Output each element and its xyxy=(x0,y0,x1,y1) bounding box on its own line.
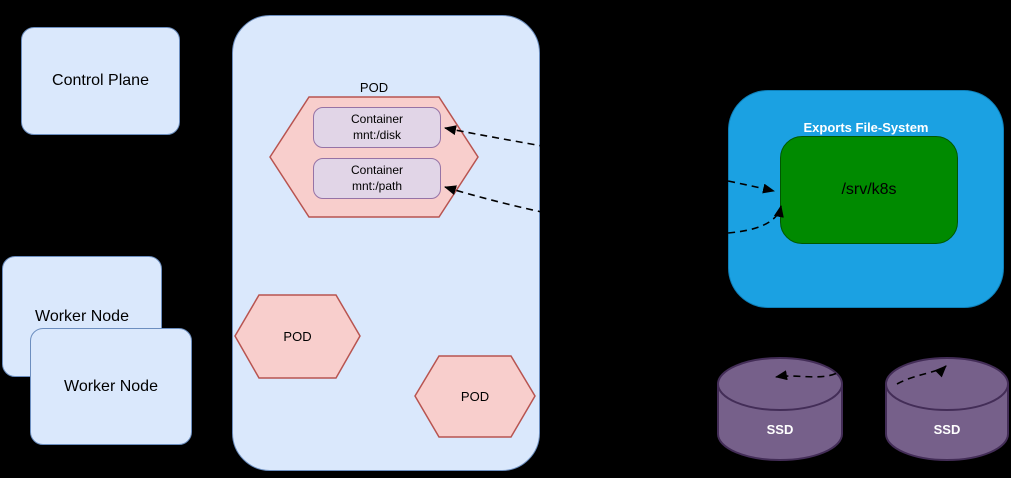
container-path-line2: mnt:/path xyxy=(351,178,403,193)
pod-2-label: POD xyxy=(283,329,312,344)
control-plane-node: Control Plane xyxy=(21,27,180,135)
control-plane-label: Control Plane xyxy=(52,72,149,89)
ssd-2-cylinder xyxy=(885,357,1009,461)
container-path-label: Container mnt:/path xyxy=(351,163,403,194)
pod-3-label: POD xyxy=(460,389,490,404)
worker-node-1-label: Worker Node xyxy=(35,307,129,325)
srv-k8s-label: /srv/k8s xyxy=(841,181,897,198)
ssd-1-cylinder xyxy=(717,357,843,461)
ssd-2-label: SSD xyxy=(933,422,961,437)
container-path-line1: Container xyxy=(350,162,404,177)
container-disk-node: Container mnt:/disk xyxy=(313,107,441,148)
worker-node-2-label: Worker Node xyxy=(64,377,158,395)
container-disk-label: Container mnt:/disk xyxy=(351,112,403,143)
srv-k8s-node: /srv/k8s xyxy=(780,136,958,244)
ssd-1-label: SSD xyxy=(766,422,794,437)
container-disk-line2: mnt:/disk xyxy=(352,127,401,142)
edge-to-ssd-1 xyxy=(775,366,847,381)
edge-from-ssd-2 xyxy=(896,365,947,385)
exports-filesystem-label: Exports File-System xyxy=(803,120,929,135)
worker-node-2: Worker Node xyxy=(30,328,192,445)
container-path-node: Container mnt:/path xyxy=(313,158,441,199)
container-disk-line1: Container xyxy=(350,111,404,126)
pod-main-label: POD xyxy=(359,80,389,95)
